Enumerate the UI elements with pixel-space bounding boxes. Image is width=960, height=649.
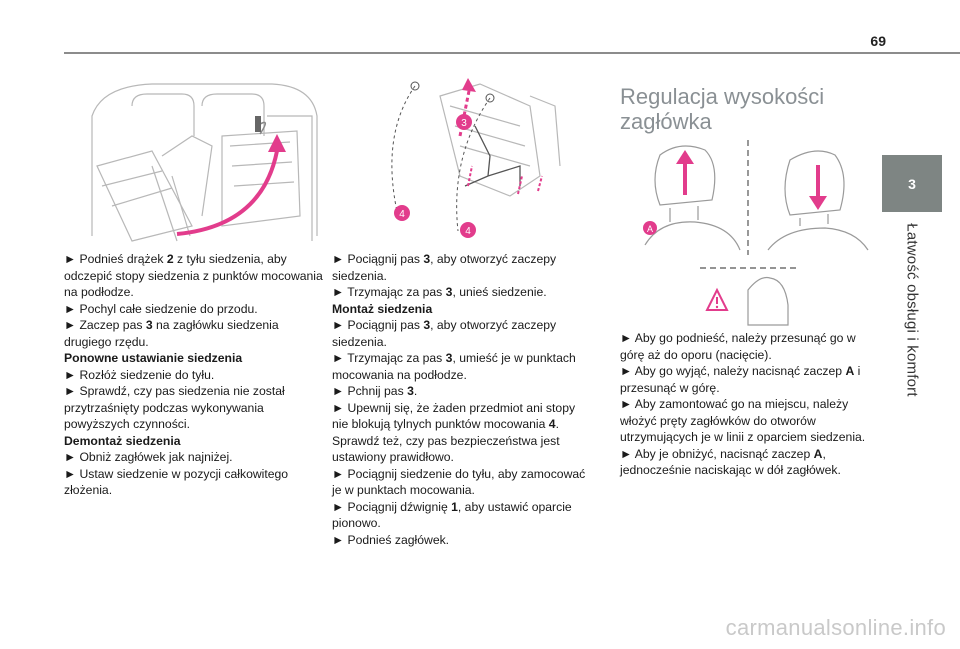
col1-subheading: Ponowne ustawianie siedzenia: [64, 351, 243, 365]
col1-line: ► Sprawdź, czy pas siedzenia nie został: [64, 384, 285, 398]
seat-removal-illustration: 3 4 4: [391, 78, 561, 238]
header-rule: [64, 52, 960, 54]
col1-line: ► Podnieś drążek 2 z tyłu siedzenia, aby: [64, 252, 287, 266]
section-title-line-1: Regulacja wysokości: [620, 84, 825, 109]
col3-line: ► Aby je obniżyć, nacisnąć zaczep A,: [620, 446, 826, 461]
headrest-illustration: A: [643, 140, 869, 326]
marker-4a-label: 4: [399, 209, 405, 220]
seat-fold-illustration: [91, 83, 318, 242]
fold-arrow-icon: [176, 150, 279, 236]
col2-line: ► Trzymając za pas 3, umieść je w punkta…: [332, 351, 576, 365]
col2-line: siedzenia.: [332, 268, 387, 283]
col2-line: ► Pchnij pas 3.: [332, 384, 418, 398]
col1-line: ► Ustaw siedzenie w pozycji całkowitego: [64, 466, 289, 481]
col1-line: na podłodze.: [64, 285, 134, 299]
page-number: 69: [870, 33, 886, 49]
col3-line: jednocześnie naciskając w dół zagłówek.: [620, 463, 841, 477]
section-title: Regulacja wysokości zagłówka: [620, 84, 824, 134]
col1-line: ► Obniż zagłówek jak najniżej.: [64, 450, 233, 464]
lever-icon: [255, 116, 261, 132]
col1-subheading: Demontaż siedzenia: [64, 433, 181, 448]
col2-line: ► Trzymając za pas 3, unieś siedzenie.: [332, 285, 547, 299]
marker-3: [456, 114, 472, 130]
marker-4b: [460, 222, 476, 238]
col2-subheading: Montaż siedzenia: [332, 301, 433, 316]
col2-line: je w punktach mocowania.: [332, 483, 475, 497]
col1-line: drugiego rzędu.: [64, 334, 149, 349]
watermark: carmanualsonline.info: [725, 615, 946, 640]
col2-line: Sprawdź też, czy pas bezpieczeństwa jest: [332, 433, 560, 448]
column-3: ► Aby go podnieść, należy przesunąć go w…: [620, 330, 870, 479]
chapter-number: 3: [908, 175, 916, 192]
col2-line: ustawiony prawidłowo.: [332, 450, 454, 464]
col3-line: ► Aby zamontować go na miejscu, należy: [620, 397, 849, 411]
col3-line: górę aż do oporu (nacięcie).: [620, 347, 772, 362]
col2-line: pionowo.: [332, 516, 381, 530]
figure-headrest: A: [640, 140, 870, 330]
marker-a: [643, 221, 657, 235]
col2-line: siedzenia.: [332, 334, 387, 349]
col3-line: przesunąć w górę.: [620, 380, 720, 395]
col2-line: ► Upewnij się, że żaden przedmiot ani st…: [332, 400, 576, 415]
col2-line: ► Pociągnij pas 3, aby otworzyć zaczepy: [332, 252, 557, 266]
col1-line: powyższych czynności.: [64, 417, 190, 431]
col2-line: ► Pociągnij dźwignię 1, aby ustawić opar…: [332, 499, 572, 514]
col3-line: ► Aby go podnieść, należy przesunąć go w: [620, 331, 856, 345]
col1-line: złożenia.: [64, 483, 113, 497]
col1-line: odczepić stopy siedzenia z punktów mocow…: [64, 268, 323, 283]
col2-line: ► Podnieś zagłówek.: [332, 532, 450, 547]
col1-line: ► Zaczep pas 3 na zagłówku siedzenia: [64, 318, 279, 332]
marker-a-label: A: [647, 224, 653, 234]
warning-icon: [705, 287, 729, 311]
col3-line: włożyć pręty zagłówków do otworów: [620, 413, 816, 428]
col2-line: ► Pociągnij siedzenie do tyłu, aby zamoc…: [332, 466, 586, 481]
col1-line: przytrzaśnięty podczas wykonywania: [64, 400, 264, 415]
arrow-head-icon: [268, 134, 286, 152]
col3-line: utrzymujących je w linii z oparciem sied…: [620, 430, 866, 444]
section-title-line-2: zagłówka: [620, 109, 712, 134]
col2-line: ► Pociągnij pas 3, aby otworzyć zaczepy: [332, 318, 557, 332]
col1-line: ► Rozłóż siedzenie do tyłu.: [64, 367, 215, 382]
figure-seat-removal: 3 4 4: [380, 76, 580, 246]
col3-line: ► Aby go wyjąć, należy nacisnąć zaczep A…: [620, 364, 861, 378]
figure-seat-fold: [72, 76, 322, 246]
col2-line: nie blokują tylnych punktów mocowania 4.: [332, 417, 559, 431]
column-2: ► Pociągnij pas 3, aby otworzyć zaczepy …: [332, 251, 592, 548]
marker-3-label: 3: [461, 118, 467, 129]
column-1: ► Podnieś drążek 2 z tyłu siedzenia, aby…: [64, 251, 324, 499]
chapter-title: Łatwość obsługi i komfort: [903, 223, 921, 397]
col1-line: ► Pochyl całe siedzenie do przodu.: [64, 301, 258, 316]
col2-line: mocowania na podłodze.: [332, 367, 467, 382]
marker-4a: [394, 205, 410, 221]
marker-4b-label: 4: [465, 226, 471, 237]
chapter-tab[interactable]: 3: [882, 155, 942, 212]
